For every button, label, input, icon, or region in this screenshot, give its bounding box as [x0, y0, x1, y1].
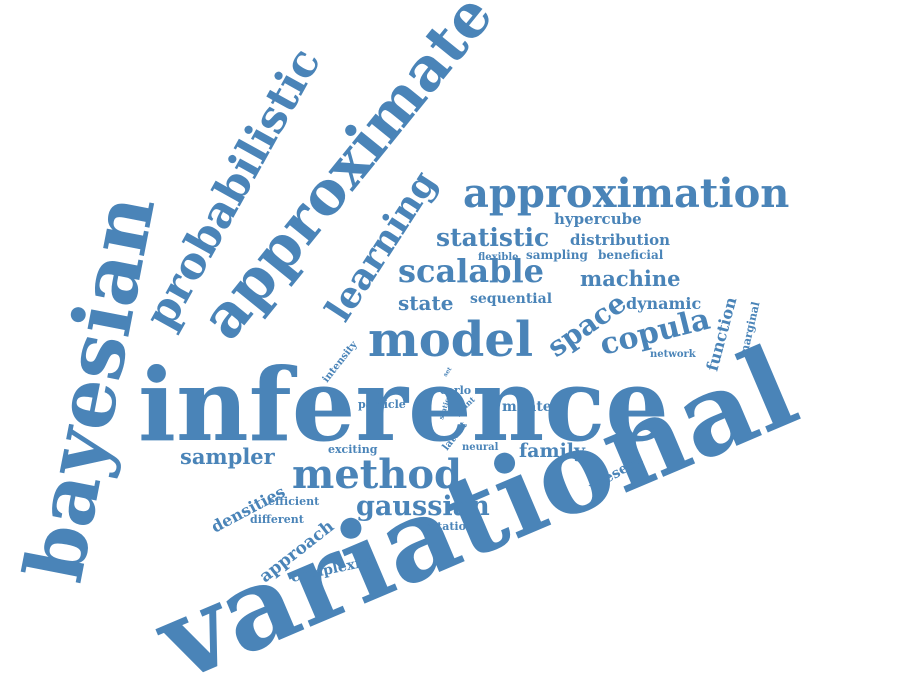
word-approximation: approximation: [463, 170, 789, 217]
word-method: method: [292, 451, 462, 498]
word-gaussian: gaussian: [356, 491, 490, 522]
word-scalable: scalable: [398, 252, 544, 290]
word-efficient: efficient: [268, 495, 320, 508]
word-cloud-words: variational inference bayesian approxima…: [6, 0, 814, 700]
word-sequential: sequential: [470, 291, 552, 307]
word-rotation: rotation: [424, 520, 474, 533]
word-flexible: flexible: [478, 252, 519, 263]
word-dynamic: dynamic: [626, 294, 701, 313]
word-machine: machine: [580, 266, 681, 291]
word-sampler: sampler: [180, 444, 276, 469]
word-network: network: [650, 349, 697, 360]
word-distribution: distribution: [570, 231, 670, 249]
word-inference: inference: [138, 346, 669, 464]
word-carlo: carlo: [440, 384, 471, 397]
word-model: model: [368, 312, 533, 368]
word-state: state: [398, 291, 453, 315]
word-particle: particle: [358, 398, 406, 411]
word-different: different: [250, 513, 305, 526]
word-hypercube: hypercube: [554, 210, 642, 228]
word-set: set: [442, 366, 454, 378]
word-beneficial: beneficial: [598, 248, 664, 262]
word-monte: monte: [502, 399, 552, 415]
word-neural: neural: [462, 442, 499, 453]
word-family: family: [519, 440, 586, 462]
word-exciting: exciting: [328, 443, 378, 456]
word-statistic: statistic: [436, 223, 549, 252]
word-sampling: sampling: [526, 248, 588, 262]
